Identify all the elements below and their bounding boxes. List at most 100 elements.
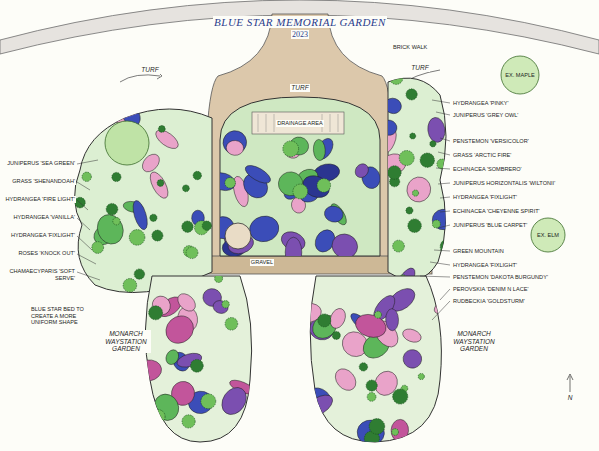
plan-label: JUNIPERUS 'BLUE CARPET'	[452, 222, 528, 229]
shrub-symbol	[225, 178, 236, 189]
shrub-symbol	[367, 393, 376, 402]
plant-drift	[432, 298, 451, 316]
shrub-symbol	[393, 389, 408, 404]
plan-label: 2023	[291, 30, 309, 39]
shrub-symbol	[82, 172, 91, 181]
shrub-symbol	[283, 141, 299, 157]
shrub-symbol	[412, 190, 418, 196]
plant-drift	[243, 162, 274, 187]
shrub-symbol	[183, 185, 190, 192]
plant-drift	[142, 391, 157, 424]
shrub-symbol	[432, 220, 440, 228]
drainage-area	[252, 112, 344, 134]
shrub-symbol	[418, 373, 424, 379]
plant-drift	[432, 276, 450, 307]
plant-drift	[169, 433, 187, 450]
plan-label: PEROVSKIA 'DENIM N LACE'	[452, 286, 530, 293]
plan-label: GRASS 'ARCTIC FIRE'	[452, 152, 512, 159]
shrub-symbol	[317, 179, 331, 193]
plan-label: GRAVEL	[250, 259, 274, 266]
plant-drift	[285, 237, 302, 267]
plan-label: JUNIPERUS HORIZONTALIS 'WILTONII'	[452, 180, 556, 187]
plan-label: HYDRANGEA 'PINKY'	[452, 100, 510, 107]
shrub-symbol	[393, 240, 405, 252]
shrub-symbol	[201, 394, 216, 409]
leader-lines	[77, 100, 450, 320]
plant-drift	[130, 199, 150, 231]
plan-label: HYDRANGEA 'FIRE LIGHT'	[4, 196, 76, 203]
tree-canopy	[105, 121, 149, 165]
plan-label: TURF	[140, 66, 159, 74]
plant-drift	[323, 204, 345, 224]
monarch-bed-left	[145, 276, 251, 442]
shrub-symbol	[225, 318, 238, 331]
tree-circle: EX. MAPLE	[500, 55, 540, 95]
plan-label: TURF	[410, 64, 429, 72]
plant-drift	[404, 174, 434, 205]
shrub-symbol	[399, 151, 414, 166]
plan-label: HYDRANGEA 'FIXLIGHT'	[4, 232, 76, 239]
gravel-path	[205, 14, 395, 268]
shrub-symbol	[106, 203, 118, 215]
tree-circle: EX. ELM	[530, 217, 566, 253]
shrub-symbol	[215, 275, 223, 283]
shrub-symbol	[202, 221, 211, 230]
shrub-symbol	[113, 218, 120, 225]
plant-drift	[133, 358, 163, 383]
shrub-symbol	[129, 230, 145, 246]
north-arrow	[567, 374, 573, 392]
shrub-symbol	[95, 103, 109, 117]
plant-drift	[400, 346, 426, 371]
shrub-symbol	[182, 221, 193, 232]
shrub-symbol	[318, 314, 331, 327]
shrub-symbol	[359, 363, 367, 371]
plant-drift	[385, 308, 399, 330]
shrub-symbol	[406, 207, 413, 214]
plant-drift	[356, 419, 386, 447]
shrub-symbol	[149, 306, 163, 320]
plan-label: HYDRANGEA 'VANILLA'	[4, 214, 76, 221]
plan-label: N	[567, 394, 574, 402]
plan-label: CHAMAECYPARIS 'SOFT SERVE'	[4, 268, 76, 281]
monarch-bed-right	[310, 276, 441, 442]
shrub-symbol	[123, 279, 137, 293]
shrub-symbol	[248, 435, 257, 444]
plan-label: ROSES 'KNOCK OUT'	[4, 250, 76, 257]
plan-label: GREEN MOUNTAIN	[452, 248, 505, 255]
shrub-symbol	[182, 415, 195, 428]
plant-drift	[174, 290, 198, 314]
plan-label: HYDRANGEA 'FIXLIGHT'	[452, 262, 518, 269]
tree-label: EX. ELM	[537, 232, 559, 239]
plan-label: RUDBECKIA 'GOLDSTURM'	[452, 298, 526, 305]
plan-title: BLUE STAR MEMORIAL GARDEN	[213, 16, 387, 28]
left-bed	[74, 109, 212, 293]
plan-label: BLUE STAR BED TO CREATE A MORE UNIFORM S…	[30, 306, 90, 326]
tree-label: EX. MAPLE	[505, 72, 535, 79]
plan-label: JUNIPERUS 'GREY OWL'	[452, 112, 519, 119]
shrub-symbol	[420, 153, 434, 167]
plan-label: PENSTEMON 'VERSICOLOR'	[452, 138, 530, 145]
plan-label: ECHINACEA 'CHEYENNE SPIRIT'	[452, 208, 541, 215]
plant-drift	[353, 311, 389, 341]
plan-label: DRAINAGE AREA	[276, 120, 324, 127]
plant-drift	[147, 169, 172, 201]
plan-label: BRICK WALK	[392, 44, 428, 51]
plant-drift	[313, 135, 337, 162]
shrub-symbol	[249, 275, 256, 282]
plant-drift	[331, 365, 360, 395]
plant-drift	[217, 383, 251, 419]
plant-drift	[219, 127, 251, 159]
shrub-symbol	[157, 180, 164, 187]
central-bed	[220, 97, 380, 256]
plant-drift	[153, 127, 182, 153]
shrub-symbol	[437, 159, 447, 169]
shrub-symbol	[366, 380, 377, 391]
plan-label: GRASS 'SHENANDOAH'	[4, 178, 76, 185]
shrub-symbol	[92, 242, 104, 254]
plan-label: TURF	[290, 84, 309, 92]
shrub-symbol	[390, 71, 403, 84]
plan-label: JUNIPERUS 'SEA GREEN'	[4, 160, 76, 167]
shrub-symbol	[392, 429, 399, 436]
plant-drift	[211, 299, 229, 315]
